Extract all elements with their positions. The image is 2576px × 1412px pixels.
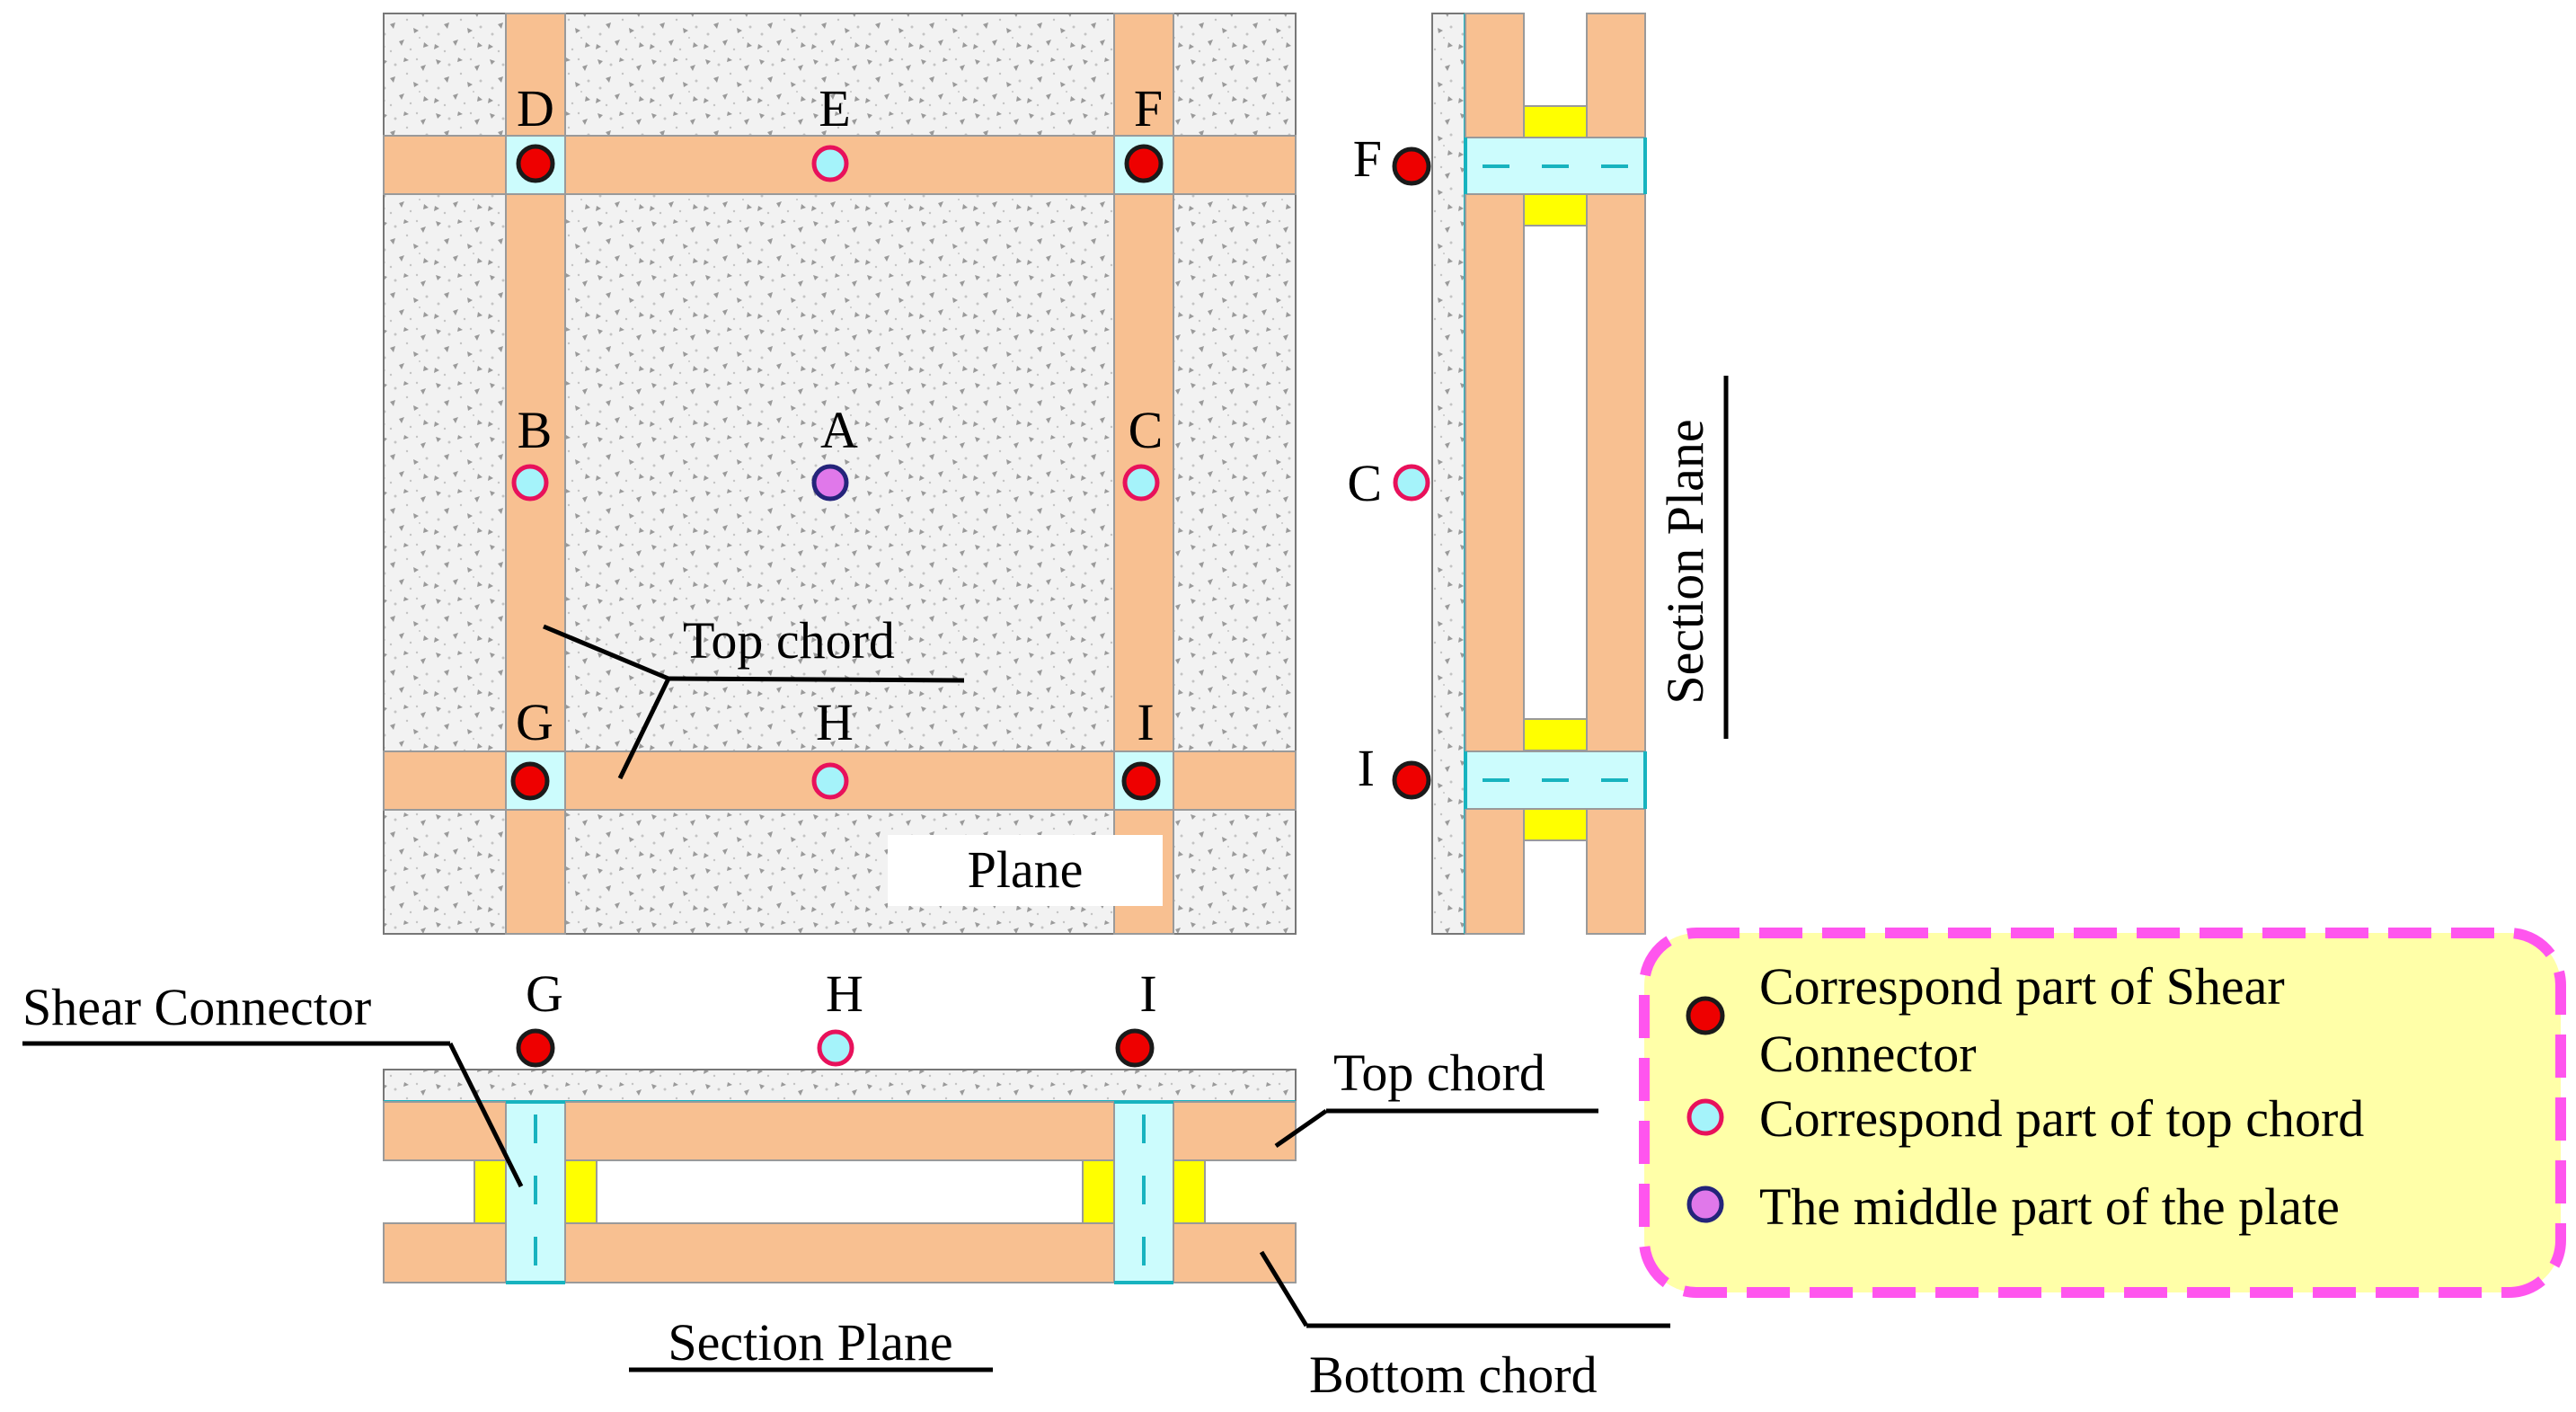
shear-connector-label: Shear Connector: [22, 978, 371, 1036]
marker-D: [516, 144, 555, 183]
label-C: C: [1129, 401, 1164, 459]
bottom-concrete: [383, 1069, 1297, 1102]
label-B: B: [518, 401, 553, 459]
legend-item-shear-line2: Connector: [1759, 1025, 1977, 1083]
plan-plane-label: Plane: [968, 840, 1084, 899]
label-G: G: [516, 693, 553, 751]
legend-purple-marker: [1686, 1186, 1724, 1223]
marker-C: [1122, 464, 1160, 502]
bottom-spacer-4: [1173, 1159, 1206, 1224]
side-concrete: [1431, 13, 1465, 935]
bottom-label-I: I: [1139, 964, 1156, 1023]
top-chord-leader: [543, 624, 965, 780]
bottom-marker-I: [1115, 1028, 1155, 1068]
legend-box: [1639, 928, 2566, 1298]
side-label-C: C: [1347, 454, 1382, 512]
plan-view: D E F B A C G H I Top chord Plane: [383, 13, 1297, 935]
bottom-label-H: H: [826, 964, 863, 1023]
marker-A: [811, 464, 849, 502]
side-label-I: I: [1358, 739, 1375, 797]
side-spacer-3: [1523, 718, 1588, 751]
bottom-marker-G: [516, 1028, 555, 1068]
label-A: A: [820, 401, 858, 459]
bottom-top-chord-label: Top chord: [1333, 1043, 1545, 1102]
side-marker-F: [1392, 147, 1431, 186]
plan-markers: [510, 144, 1164, 801]
marker-I: [1121, 761, 1161, 801]
bottom-chord-label: Bottom chord: [1309, 1345, 1598, 1404]
side-section-view: F C I Section Plane: [1347, 13, 1729, 935]
label-I: I: [1137, 693, 1154, 751]
bottom-label-G: G: [526, 964, 563, 1023]
legend-cyan-marker: [1686, 1098, 1724, 1136]
bottom-spacer-1: [474, 1159, 507, 1224]
legend-red-marker: [1686, 996, 1725, 1035]
side-marker-I: [1392, 760, 1431, 800]
marker-E: [811, 145, 849, 182]
side-spacer-2: [1523, 193, 1588, 226]
plan-top-chord-label: Top chord: [683, 611, 895, 670]
side-label-F: F: [1353, 129, 1382, 188]
side-spacer-4: [1523, 808, 1588, 841]
marker-G: [510, 761, 550, 801]
bottom-spacer-3: [1082, 1159, 1115, 1224]
bottom-marker-H: [817, 1029, 854, 1067]
marker-B: [511, 464, 549, 502]
legend-item-middle-plate: The middle part of the plate: [1759, 1177, 2340, 1236]
bottom-section-view: G H I Shear Connector Top chord Bottom c…: [22, 964, 1670, 1404]
plane-label-box: [888, 835, 1163, 906]
side-marker-C: [1393, 464, 1430, 502]
legend-item-shear-line1: Correspond part of Shear: [1759, 957, 2285, 1016]
label-F: F: [1134, 79, 1163, 138]
plan-point-labels: D E F B A C G H I: [516, 79, 1163, 751]
bottom-spacer-2: [564, 1159, 598, 1224]
label-H: H: [816, 693, 854, 751]
label-D: D: [517, 79, 554, 138]
label-E: E: [819, 79, 850, 138]
marker-H: [811, 762, 849, 800]
legend: Correspond part of Shear Connector Corre…: [1639, 928, 2566, 1298]
bottom-section-title: Section Plane: [668, 1313, 952, 1372]
side-section-title: Section Plane: [1656, 419, 1714, 704]
side-spacer-1: [1523, 105, 1588, 138]
legend-item-top-chord: Correspond part of top chord: [1759, 1089, 2364, 1148]
marker-F: [1124, 144, 1164, 183]
